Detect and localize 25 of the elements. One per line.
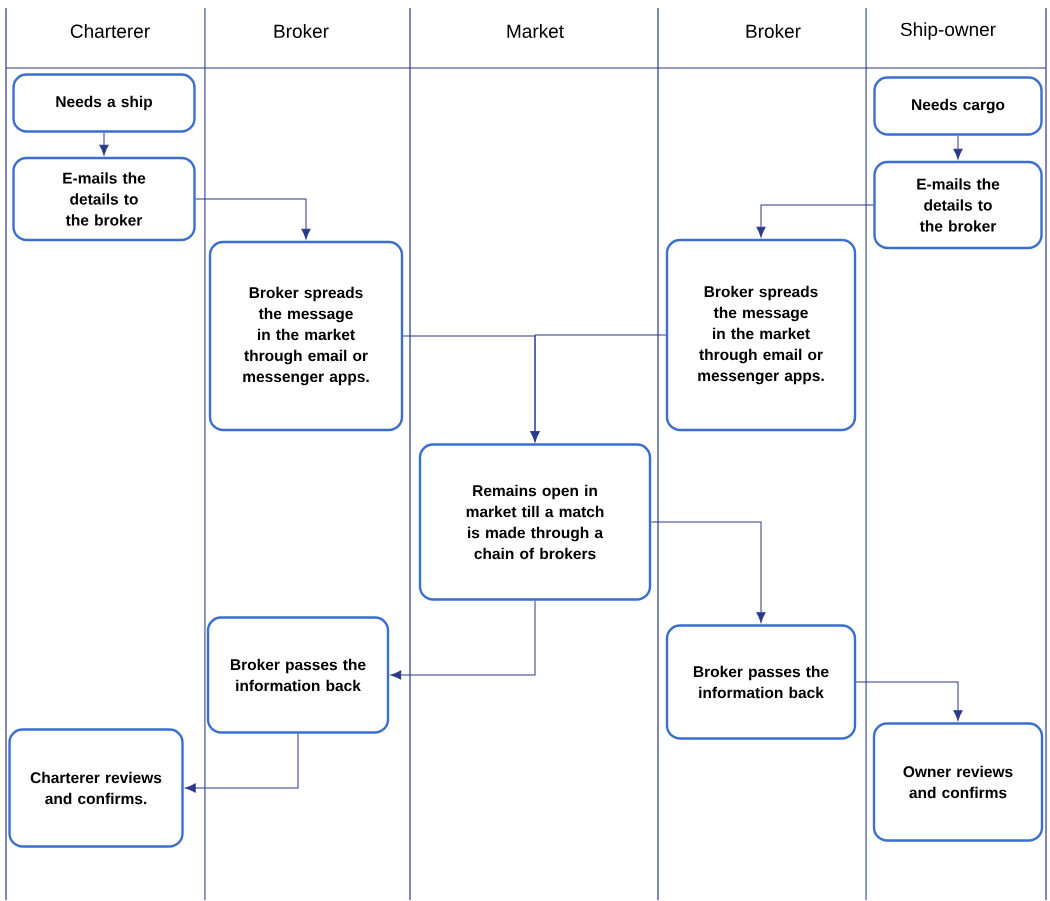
lane-header: Market: [507, 24, 564, 38]
process-box: E-mails the details to the broker: [873, 160, 1043, 250]
process-box: Charterer reviews and confirms.: [8, 728, 184, 848]
process-box: Broker passes the information back: [206, 616, 390, 734]
process-box: Remains open in market till a match is made through a chain of brokers: [418, 443, 652, 601]
arrow: [650, 521, 766, 623]
process-box: Broker spreads the message in the market through email or messenger apps.: [208, 240, 404, 432]
process-box: Needs a ship: [12, 73, 196, 133]
arrow: [195, 198, 311, 240]
arrow: [756, 204, 874, 238]
lane-header: Ship-owner: [900, 22, 996, 40]
process-box: Needs cargo: [873, 76, 1043, 136]
arrow: [99, 132, 109, 156]
process-box: Broker passes the information back: [665, 624, 857, 740]
arrow: [390, 600, 536, 680]
lane-header: Broker: [274, 24, 329, 38]
process-box: Broker spreads the message in the market through email or messenger apps.: [665, 238, 857, 432]
arrow: [530, 334, 667, 442]
arrow: [953, 135, 963, 160]
lane-header: Broker: [746, 24, 801, 38]
lane-header: Charterer: [70, 24, 150, 38]
arrow: [855, 681, 963, 721]
arrow: [185, 733, 299, 793]
process-box: E-mails the details to the broker: [12, 156, 196, 242]
process-box: Owner reviews and confirms: [872, 722, 1044, 842]
